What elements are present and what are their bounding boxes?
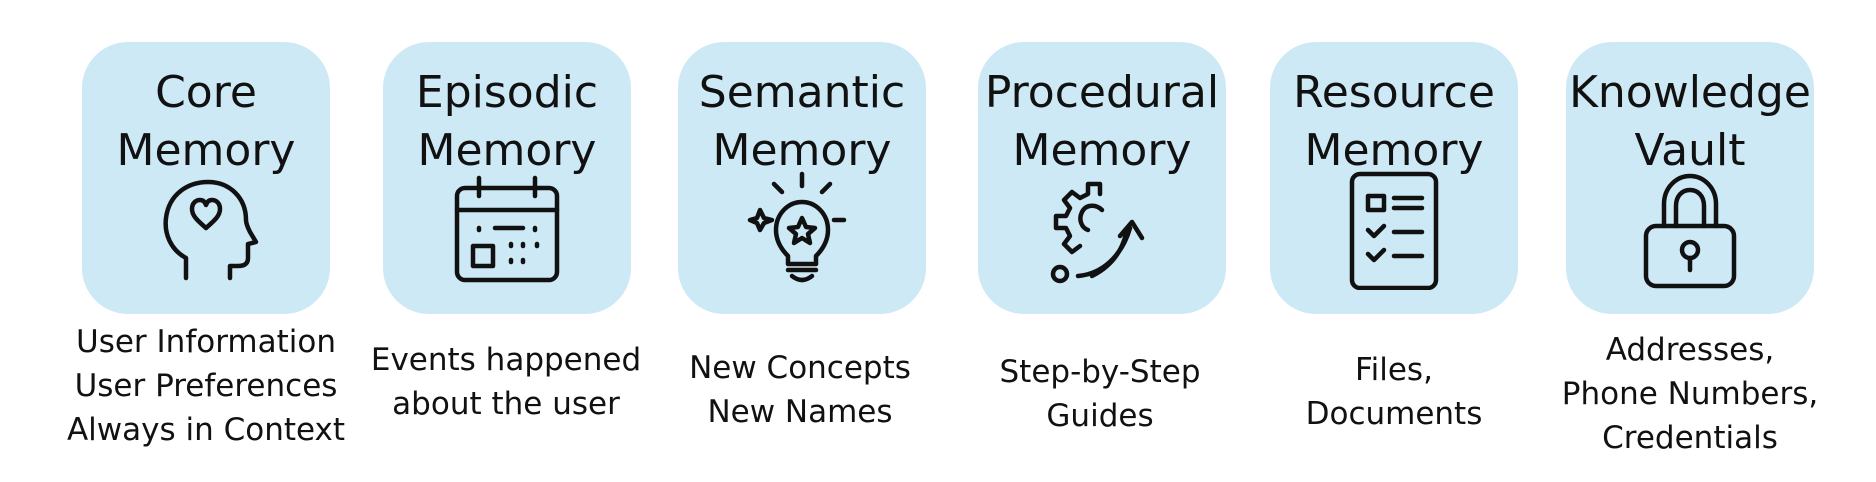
knowledge-vault-caption: Addresses, Phone Numbers, Credentials xyxy=(1561,332,1819,456)
semantic-memory-card: Semantic Memory xyxy=(678,42,926,314)
episodic-memory-card: Episodic Memory xyxy=(383,42,631,314)
card-title: Procedural Memory xyxy=(984,67,1220,176)
card-title: Knowledge Vault xyxy=(1569,67,1811,176)
checklist-document-icon xyxy=(1334,170,1454,290)
card-title: Resource Memory xyxy=(1293,67,1495,176)
core-memory-card: Core Memory xyxy=(82,42,330,314)
head-heart-icon xyxy=(146,170,266,290)
semantic-memory-caption: New Concepts New Names xyxy=(689,350,911,430)
lightbulb-star-icon xyxy=(742,170,862,290)
resource-memory-card: Resource Memory xyxy=(1270,42,1518,314)
knowledge-vault-card: Knowledge Vault xyxy=(1566,42,1814,314)
core-memory-caption: User Information User Preferences Always… xyxy=(66,324,346,448)
padlock-icon xyxy=(1630,170,1750,290)
procedural-memory-caption: Step-by-Step Guides xyxy=(999,354,1201,434)
card-title: Episodic Memory xyxy=(415,67,599,176)
gear-arrow-icon xyxy=(1042,170,1162,290)
procedural-memory-card: Procedural Memory xyxy=(978,42,1226,314)
card-title: Semantic Memory xyxy=(698,67,906,176)
resource-memory-caption: Files, Documents xyxy=(1305,352,1483,432)
episodic-memory-caption: Events happened about the user xyxy=(370,342,642,422)
calendar-icon xyxy=(447,170,567,290)
card-title: Core Memory xyxy=(116,67,296,176)
